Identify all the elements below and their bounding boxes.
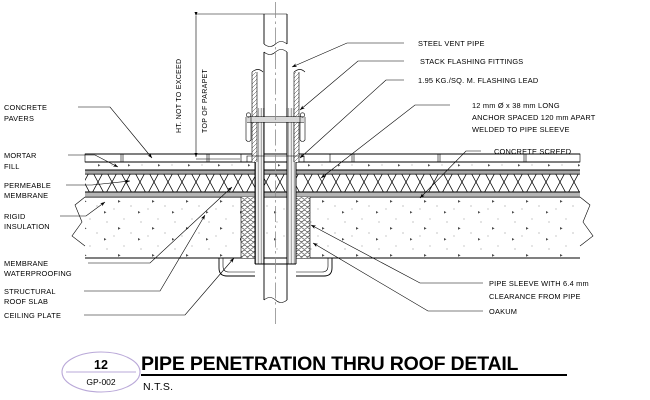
structural-roof-slab-body — [71, 196, 594, 259]
label-pipe-sleeve-line2: CLEARANCE FROM PIPE — [489, 292, 581, 301]
sheet-reference: GP-002 — [86, 377, 116, 387]
label-rigid-insulation-line1: RIGID — [4, 212, 26, 221]
label-membrane-waterproofing-line1: MEMBRANE — [4, 259, 48, 268]
dimension-line-2: TOP OF PARAPET — [202, 68, 209, 133]
right-label-group: STEEL VENT PIPE STACK FLASHING FITTINGS … — [418, 39, 596, 316]
detail-number: 12 — [94, 358, 108, 372]
label-mortar-fill-line1: MORTAR — [4, 151, 37, 160]
welded-anchors — [245, 112, 306, 142]
label-anchor-note-line2: ANCHOR SPACED 120 mm APART — [472, 113, 596, 122]
label-flashing-lead: 1.95 KG./SQ. M. FLASHING LEAD — [418, 76, 538, 85]
label-permeable-membrane-line2: MEMBRANE — [4, 191, 48, 200]
label-pipe-sleeve-line1: PIPE SLEEVE WITH 6.4 mm — [489, 279, 589, 288]
label-oakum: OAKUM — [489, 307, 517, 316]
scale-note: N.T.S. — [143, 381, 173, 393]
left-label-group: CONCRETE PAVERS MORTAR FILL PERMEABLE ME… — [4, 103, 72, 320]
label-rigid-insulation-line2: INSULATION — [4, 222, 50, 231]
roof-assembly — [71, 153, 594, 259]
detail-bubble — [61, 351, 141, 393]
label-stack-flashing-fittings: STACK FLASHING FITTINGS — [420, 57, 523, 66]
concrete-pavers-layer — [84, 153, 581, 163]
label-concrete-screed: CONCRETE SCREED — [494, 147, 571, 156]
label-concrete-pavers-line1: CONCRETE — [4, 103, 47, 112]
height-dimension: HT. NOT TO EXCEED TOP OF PARAPET — [176, 11, 264, 160]
label-ceiling-plate: CEILING PLATE — [4, 311, 61, 320]
oakum-packing-left — [241, 197, 255, 258]
label-structural-roof-slab-line1: STRUCTURAL — [4, 287, 56, 296]
rigid-insulation-layer — [85, 173, 580, 193]
ceiling-plate — [218, 258, 333, 277]
permeable-membrane-layer — [85, 169, 580, 175]
label-concrete-pavers-line2: PAVERS — [4, 114, 34, 123]
title-block: 12 GP-002 PIPE PENETRATION THRU ROOF DET… — [61, 351, 567, 393]
label-anchor-note-line1: 12 mm Ø x 38 mm LONG — [472, 101, 560, 110]
leader-lines — [60, 42, 483, 316]
label-anchor-note-line3: WELDED TO PIPE SLEEVE — [472, 125, 570, 134]
oakum-packing-right — [296, 197, 310, 258]
membrane-waterproofing-layer — [85, 191, 580, 198]
label-permeable-membrane-line1: PERMEABLE — [4, 181, 51, 190]
label-structural-roof-slab-line2: ROOF SLAB — [4, 297, 48, 306]
label-membrane-waterproofing-line2: WATERPROOFING — [4, 269, 72, 278]
dimension-line-1: HT. NOT TO EXCEED — [176, 59, 183, 133]
steel-vent-pipe — [263, 13, 288, 303]
label-steel-vent-pipe: STEEL VENT PIPE — [418, 39, 485, 48]
label-mortar-fill-line2: FILL — [4, 162, 20, 171]
detail-title: PIPE PENETRATION THRU ROOF DETAIL — [141, 353, 519, 375]
